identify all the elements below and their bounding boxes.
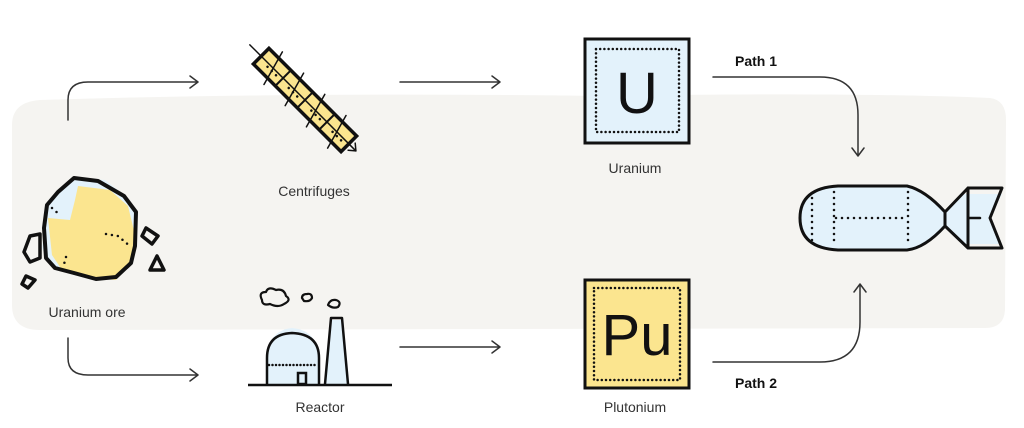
reactor-icon xyxy=(248,287,392,387)
background-band xyxy=(12,94,1006,331)
arrow-to-centrifuges xyxy=(67,75,199,121)
reactor-label: Reactor xyxy=(295,399,344,415)
arrow-to-reactor xyxy=(67,337,199,382)
bomb-icon xyxy=(798,184,1004,252)
uranium-ore-label: Uranium ore xyxy=(48,304,125,320)
uranium-ore-icon xyxy=(20,176,166,290)
plutonium-element-box: Pu xyxy=(583,278,691,390)
arrow-to-plutonium xyxy=(399,340,501,354)
uranium-symbol: U xyxy=(616,61,658,126)
centrifuges-icon xyxy=(249,44,360,155)
path-2-arrow xyxy=(712,283,867,363)
path-1-label: Path 1 xyxy=(735,53,777,69)
uranium-element-box: U xyxy=(583,37,691,145)
centrifuges-label: Centrifuges xyxy=(278,183,350,199)
path-1-arrow xyxy=(712,76,865,157)
uranium-label: Uranium xyxy=(609,160,662,176)
path-2-label: Path 2 xyxy=(735,375,777,391)
plutonium-symbol: Pu xyxy=(602,303,673,368)
plutonium-label: Plutonium xyxy=(604,399,666,415)
arrow-to-uranium xyxy=(399,75,501,89)
